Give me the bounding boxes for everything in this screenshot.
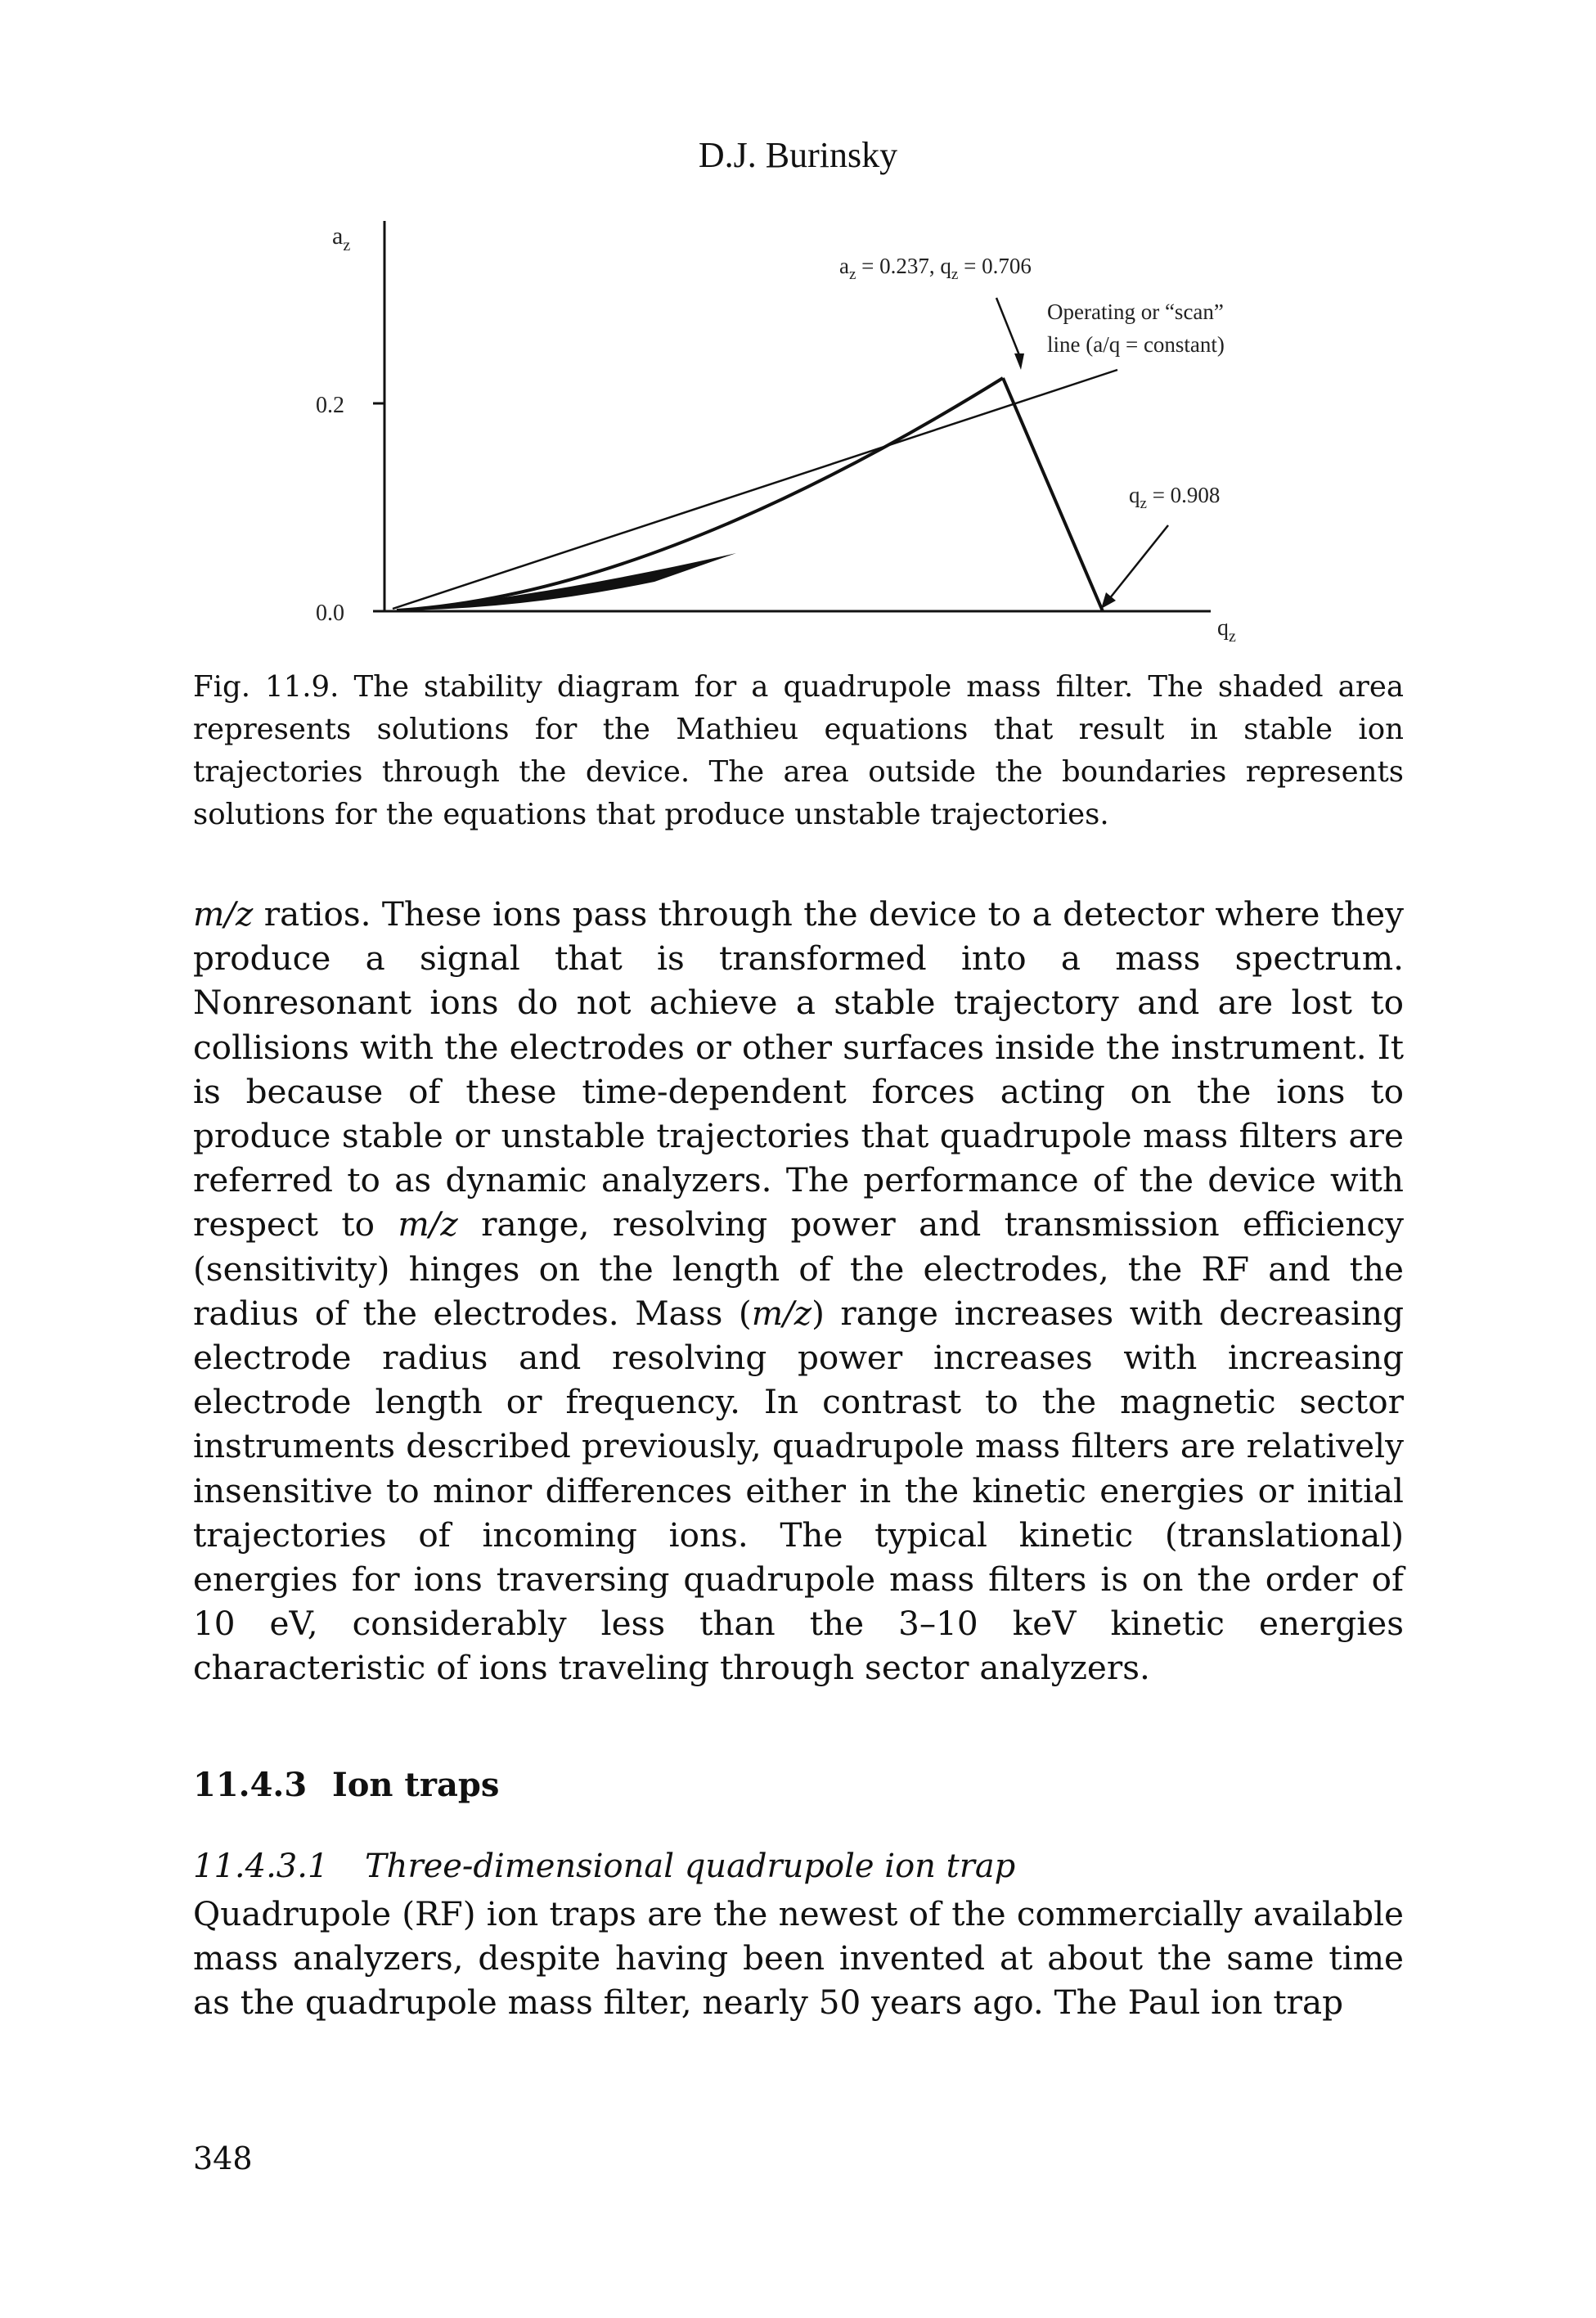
section-heading: 11.4.3 Ion traps bbox=[193, 1766, 499, 1804]
page-number: 348 bbox=[193, 2140, 253, 2176]
body-text: m/z ratios. These ions pass through the … bbox=[193, 892, 1404, 1690]
stability-diagram-svg: az 0.2 0.0 qz az = 0.237, qz = 0.706 Ope… bbox=[316, 221, 1236, 646]
caption-text: Fig. 11.9. The stability diagram for a q… bbox=[193, 670, 1404, 831]
y-tick-label-00: 0.0 bbox=[316, 601, 344, 626]
paragraph-2: Quadrupole (RF) ion traps are the newest… bbox=[193, 1894, 1404, 2023]
mz-italic: m/z bbox=[193, 894, 254, 934]
mz-italic-3: m/z bbox=[751, 1293, 812, 1333]
subsection-number: 11.4.3.1 bbox=[193, 1848, 329, 1885]
subsection-heading: 11.4.3.1 Three-dimensional quadrupole ion… bbox=[193, 1848, 1015, 1885]
apex-arrow-line bbox=[995, 297, 1021, 356]
scan-line bbox=[392, 368, 1118, 610]
stability-diagram-figure: az 0.2 0.0 qz az = 0.237, qz = 0.706 Ope… bbox=[311, 209, 1325, 651]
x-axis-label: qz bbox=[1217, 615, 1236, 646]
section-title: Ion traps bbox=[332, 1766, 500, 1804]
running-header: D.J. Burinsky bbox=[698, 135, 898, 175]
paragraph-1-part-a: ratios. These ions pass through the devi… bbox=[193, 894, 1404, 1245]
body-text-2: Quadrupole (RF) ion traps are the newest… bbox=[193, 1892, 1404, 2025]
paragraph-1-part-c: ) range increases with decreasing electr… bbox=[193, 1293, 1405, 1688]
stability-boundary-right bbox=[1001, 377, 1104, 612]
scan-line-annotation-2: line (a/q = constant) bbox=[1047, 332, 1225, 357]
paragraph-1: m/z ratios. These ions pass through the … bbox=[193, 892, 1404, 1690]
apex-arrowhead bbox=[1014, 353, 1024, 370]
qz-annotation: qz = 0.908 bbox=[1129, 483, 1220, 512]
stable-region-shading bbox=[402, 553, 736, 610]
figure-caption: Fig. 11.9. The stability diagram for a q… bbox=[193, 666, 1404, 836]
subsection-title: Three-dimensional quadrupole ion trap bbox=[365, 1848, 1016, 1885]
y-axis-label: az bbox=[332, 223, 350, 254]
qz-arrowhead bbox=[1101, 592, 1116, 609]
apex-annotation: az = 0.237, qz = 0.706 bbox=[839, 254, 1032, 283]
paragraph-1-part-b: range, resolving power and transmission … bbox=[193, 1204, 1404, 1333]
stability-boundary-left bbox=[396, 376, 1005, 612]
section-number: 11.4.3 bbox=[193, 1766, 308, 1804]
mz-italic-2: m/z bbox=[398, 1204, 458, 1245]
scan-line-annotation-1: Operating or “scan” bbox=[1047, 299, 1224, 324]
qz-arrow-line bbox=[1108, 524, 1169, 600]
y-tick-label-02: 0.2 bbox=[316, 393, 344, 418]
